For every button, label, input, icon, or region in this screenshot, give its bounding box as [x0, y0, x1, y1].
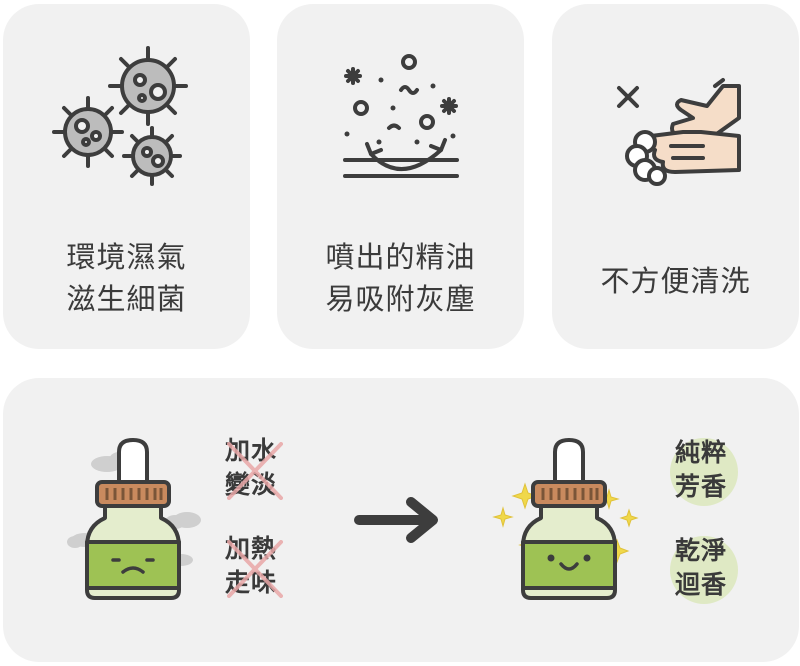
- highlight-circle-icon: [670, 536, 738, 604]
- sad-oil-bottle-icon: [67, 438, 201, 600]
- card-comparison: 加水 變淡 加熱 走味: [3, 378, 799, 662]
- card-caption: 不方便清洗: [552, 260, 799, 302]
- card-caption: 噴出的精油 易吸附灰塵: [277, 236, 524, 320]
- card-oil-dust: 噴出的精油 易吸附灰塵: [277, 4, 524, 349]
- card-caption: 環境濕氣 滋生細菌: [3, 236, 250, 320]
- card-hard-to-clean: 不方便清洗: [552, 4, 799, 349]
- caption-line: 易吸附灰塵: [325, 282, 476, 316]
- label-line: 迴香: [675, 570, 728, 599]
- label-line: 芳香: [675, 472, 728, 501]
- label-line: 純粹: [675, 438, 728, 467]
- caption-line: 滋生細菌: [66, 282, 187, 316]
- happy-oil-bottle-icon: [492, 438, 639, 600]
- after-label-clean: 乾淨 迴香: [675, 534, 727, 602]
- highlight-circle-icon: [670, 438, 738, 506]
- after-label-pure: 純粹 芳香: [675, 436, 727, 504]
- cross-mark-icon: [227, 442, 283, 500]
- dust-particles-icon: [342, 54, 459, 178]
- bacteria-icon: [51, 46, 188, 186]
- caption-line: 不方便清洗: [600, 264, 751, 298]
- label-line: 乾淨: [675, 536, 728, 565]
- arrow-right-icon: [354, 497, 438, 543]
- caption-line: 環境濕氣: [66, 240, 187, 274]
- cross-mark-icon: [227, 540, 283, 598]
- card-humidity-bacteria: 環境濕氣 滋生細菌: [3, 4, 250, 349]
- hand-washing-icon: [616, 78, 741, 186]
- caption-line: 噴出的精油: [325, 240, 476, 274]
